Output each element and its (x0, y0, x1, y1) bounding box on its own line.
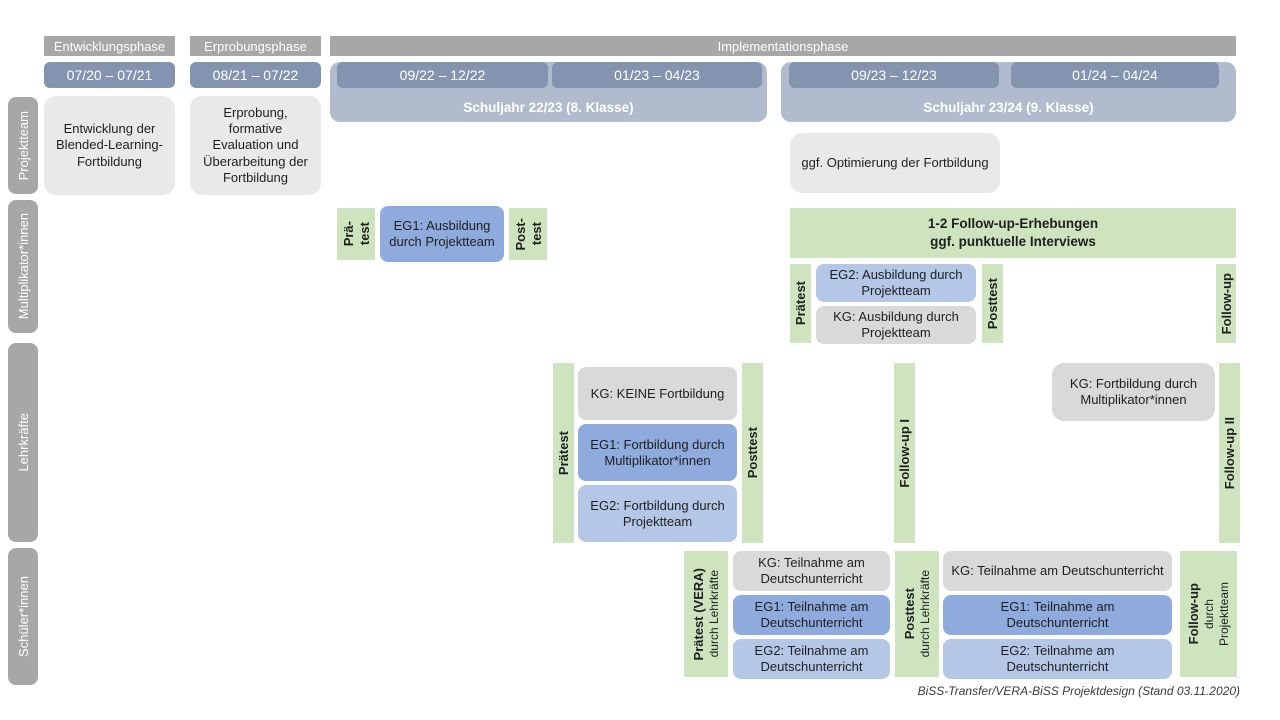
column-praetest-vera-schueler: Prätest (VERA) durch Lehrkräfte (684, 551, 728, 677)
column-posttest-lehrkraefte: Posttest (742, 363, 763, 543)
durch-lehrkraefte-label: durch Lehrkräfte (918, 570, 932, 658)
box-eg1-teilnahme-1: EG1: Teilnahme am Deutschunterricht (733, 595, 890, 635)
box-eg1-ausbildung: EG1: Ausbildung durch Projektteam (380, 206, 504, 262)
posttest-label: Posttest (902, 588, 917, 640)
school-year-label: Schuljahr 23/24 (9. Klasse) (923, 100, 1094, 115)
column-posttest-schueler: Posttest durch Lehrkräfte (895, 551, 939, 677)
school-year-label: Schuljahr 22/23 (8. Klasse) (463, 100, 634, 115)
box-kg-teilnahme-2: KG: Teilnahme am Deutschunterricht (943, 551, 1172, 591)
diagram-caption: BiSS-Transfer/VERA-BiSS Projektdesign (S… (917, 684, 1240, 698)
box-kg-fortbildung-multiplikatoren: KG: Fortbildung durch Multiplikator*inne… (1052, 363, 1215, 421)
row-label-text: Schüler*innen (15, 576, 31, 657)
followup2-label: Follow-up II (1222, 416, 1237, 490)
column-posttest-multiplikatoren-2: Posttest (982, 264, 1003, 343)
posttest-line1: Post- (512, 217, 528, 251)
box-erprobung-evaluation: Erprobung, formative Evaluation und Über… (190, 96, 321, 195)
box-kg-ausbildung: KG: Ausbildung durch Projektteam (816, 306, 976, 344)
row-label-projektteam: Projektteam (8, 97, 38, 194)
date-range-01-24: 01/24 – 04/24 (1011, 62, 1219, 88)
column-praetest-multiplikatoren-2: Prätest (790, 264, 811, 343)
posttest-label: Posttest (985, 277, 1000, 330)
date-range-08-21: 08/21 – 07/22 (190, 62, 321, 88)
row-label-text: Projektteam (15, 110, 31, 181)
posttest-label: Posttest (745, 427, 760, 479)
followup-label: Follow-up (1186, 583, 1201, 645)
praetest-line1: Prä- (340, 221, 356, 247)
date-range-07-20: 07/20 – 07/21 (44, 62, 175, 88)
box-eg1-teilnahme-2: EG1: Teilnahme am Deutschunterricht (943, 595, 1172, 635)
row-label-text: Multiplikator*innen (15, 213, 31, 320)
box-eg2-ausbildung: EG2: Ausbildung durch Projektteam (816, 264, 976, 302)
column-followup-multiplikatoren: Follow-up (1216, 264, 1236, 343)
projektteam-label: Projektteam (1217, 581, 1231, 647)
phase-header-erprobungsphase: Erprobungsphase (190, 36, 321, 56)
praetest-label: Prätest (793, 281, 808, 326)
durch-lehrkraefte-label: durch Lehrkräfte (707, 570, 721, 658)
box-eg2-teilnahme-2: EG2: Teilnahme am Deutschunterricht (943, 639, 1172, 679)
column-followup-schueler: Follow-up durch Projektteam (1180, 551, 1237, 677)
phase-header-entwicklungsphase: Entwicklungsphase (44, 36, 175, 56)
column-praetest-lehrkraefte: Prätest (553, 363, 574, 543)
column-followup2-lehrkraefte: Follow-up II (1219, 363, 1240, 543)
box-eg1-fortbildung: EG1: Fortbildung durch Multiplikator*inn… (578, 424, 737, 481)
box-kg-keine-fortbildung: KG: KEINE Fortbildung (578, 367, 737, 420)
box-optimierung-fortbildung: ggf. Optimierung der Fortbildung (790, 133, 1000, 193)
followup1-label: Follow-up I (897, 418, 912, 488)
box-followup-erhebungen: 1-2 Follow-up-Erhebungen ggf. punktuelle… (790, 208, 1236, 258)
row-label-text: Lehrkräfte (15, 413, 31, 472)
column-followup1-lehrkraefte: Follow-up I (894, 363, 915, 543)
followup-erhebungen-line2: ggf. punktuelle Interviews (930, 234, 1096, 249)
posttest-line2: test (528, 222, 544, 246)
row-label-schueler: Schüler*innen (8, 548, 38, 685)
box-entwicklung-fortbildung: Entwicklung der Blended-Learning-Fortbil… (44, 96, 175, 195)
row-label-multiplikatoren: Multiplikator*innen (8, 200, 38, 333)
box-eg2-fortbildung: EG2: Fortbildung durch Projektteam (578, 485, 737, 542)
date-range-01-23: 01/23 – 04/23 (552, 62, 762, 88)
followup-erhebungen-line1: 1-2 Follow-up-Erhebungen (927, 215, 1099, 231)
column-praetest-multiplikatoren-1: Prä- test (337, 208, 375, 260)
praetest-line2: test (356, 222, 372, 246)
column-posttest-multiplikatoren-1: Post- test (509, 208, 547, 260)
phase-header-implementationsphase: Implementationsphase (330, 36, 1236, 56)
praetest-vera-label: Prätest (VERA) (691, 567, 706, 661)
praetest-label: Prätest (556, 430, 571, 476)
followup-label: Follow-up (1218, 272, 1234, 335)
row-label-lehrkraefte: Lehrkräfte (8, 343, 38, 542)
durch-label: durch (1202, 598, 1216, 630)
box-kg-teilnahme-1: KG: Teilnahme am Deutschunterricht (733, 551, 890, 591)
date-range-09-22: 09/22 – 12/22 (337, 62, 548, 88)
date-range-09-23: 09/23 – 12/23 (789, 62, 999, 88)
box-eg2-teilnahme-1: EG2: Teilnahme am Deutschunterricht (733, 639, 890, 679)
